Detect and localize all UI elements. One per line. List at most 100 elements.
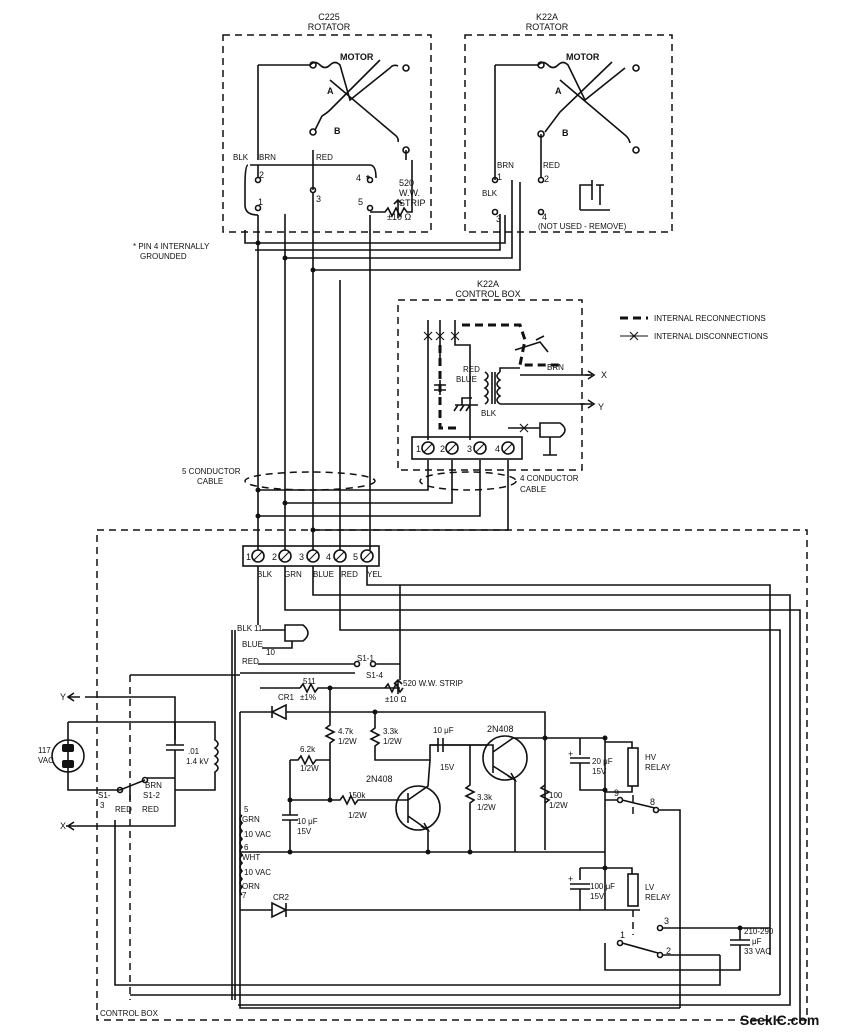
xfmr-red: RED bbox=[242, 657, 259, 666]
k22a-winding-b: B bbox=[562, 128, 569, 138]
r62k-watt: 1/2W bbox=[300, 764, 319, 773]
s1-1-label: S1-1 bbox=[357, 654, 374, 663]
c225-strip-value: 520 bbox=[399, 178, 414, 188]
k22a-cb-title: K22A bbox=[477, 279, 499, 289]
c100-label: 100 μF bbox=[590, 882, 615, 891]
legend: INTERNAL RECONNECTIONS INTERNAL DISCONNE… bbox=[620, 314, 768, 341]
pin4-note-2: GROUNDED bbox=[140, 252, 187, 261]
pin9: 9 bbox=[614, 788, 619, 798]
k22a-cb-blue: BLUE bbox=[456, 375, 477, 384]
five-conductor-2: CABLE bbox=[197, 477, 223, 486]
cap01-volt: 1.4 kV bbox=[186, 757, 209, 766]
xfmr-p7: 7 bbox=[242, 891, 247, 900]
c225-pin5: 5 bbox=[358, 197, 363, 207]
c225-brn: BRN bbox=[259, 153, 276, 162]
c225-strip-word: STRIP bbox=[399, 198, 426, 208]
lv-relay-2: RELAY bbox=[645, 893, 671, 902]
k22a-cb-t4: 4 bbox=[495, 444, 500, 454]
strip-c3: BLUE bbox=[313, 570, 334, 579]
k22a-cb-brn: BRN bbox=[547, 363, 564, 372]
c20-plus: + bbox=[568, 749, 573, 759]
xfmr-10vac-a: 10 VAC bbox=[244, 830, 271, 839]
c20-volt: 15V bbox=[592, 767, 607, 776]
lv-relay-section: + 100 μF 15V LV RELAY 1 2 3 bbox=[568, 865, 740, 971]
cap-range: 210-290 bbox=[744, 927, 774, 936]
k22a-title: K22A bbox=[536, 12, 558, 22]
xfmr-p11: 11 bbox=[254, 624, 263, 633]
r100-watt: 1/2W bbox=[549, 801, 568, 810]
strip-n1: 1 bbox=[246, 552, 251, 562]
k22a-cb-t3: 3 bbox=[467, 444, 472, 454]
k22a-subtitle: ROTATOR bbox=[526, 22, 569, 32]
c10b-volt: 15V bbox=[297, 827, 312, 836]
k22a-cb-x: X bbox=[601, 370, 607, 380]
xfmr-p5: 5 bbox=[244, 805, 249, 814]
r150k-watt: 1/2W bbox=[348, 811, 367, 820]
four-conductor-2: CABLE bbox=[520, 485, 546, 494]
xfmr-wht: WHT bbox=[242, 853, 260, 862]
xfmr-blk: BLK bbox=[237, 624, 253, 633]
c10a-label: 10 μF bbox=[433, 726, 454, 735]
k22a-cb-subtitle: CONTROL BOX bbox=[455, 289, 520, 299]
xfmr-p10: 10 bbox=[266, 648, 275, 657]
s1-switch-upper: S1-1 S1-4 511 ±1% 520 W.W. STRIP ±10 Ω bbox=[129, 654, 463, 1000]
k22a-pin4: 4 bbox=[542, 212, 547, 222]
k22a-pin3: 3 bbox=[496, 214, 501, 224]
s1-3-a: S1- bbox=[98, 791, 111, 800]
c100-volt: 15V bbox=[590, 892, 605, 901]
k22a-pin1: 1 bbox=[497, 172, 502, 182]
r33k-b-watt: 1/2W bbox=[477, 803, 496, 812]
k22a-cb-t2: 2 bbox=[440, 444, 445, 454]
xfmr-10vac-b: 10 VAC bbox=[244, 868, 271, 877]
terminal-strip: 1 2 3 4 5 BLK GRN BLUE RED YEL bbox=[242, 545, 383, 579]
k22a-not-used: (NOT USED - REMOVE) bbox=[538, 222, 627, 231]
strip-n2: 2 bbox=[272, 552, 277, 562]
r47k-watt: 1/2W bbox=[338, 737, 357, 746]
control-box-enclosure bbox=[96, 529, 808, 1021]
legend-disconnections: INTERNAL DISCONNECTIONS bbox=[654, 332, 768, 341]
r33k-a-watt: 1/2W bbox=[383, 737, 402, 746]
xfmr-p6: 6 bbox=[244, 843, 249, 852]
c225-pin3: 3 bbox=[316, 194, 321, 204]
xfmr-blue: BLUE bbox=[242, 640, 263, 649]
lv-pin3: 3 bbox=[664, 916, 669, 926]
four-conductor-1: 4 CONDUCTOR bbox=[520, 474, 579, 483]
legend-reconnections: INTERNAL RECONNECTIONS bbox=[654, 314, 766, 323]
lower-circuit: CR2 210-290 μF 33 VAC bbox=[114, 712, 780, 1009]
pin4-note-1: * PIN 4 INTERNALLY bbox=[133, 242, 210, 251]
hv-relay-1: HV bbox=[645, 753, 657, 762]
k22a-enclosure bbox=[464, 34, 673, 233]
c225-winding-a: A bbox=[327, 86, 334, 96]
strip-c5: YEL bbox=[367, 570, 383, 579]
red-b: RED bbox=[142, 805, 159, 814]
c10b-label: 10 μF bbox=[297, 817, 318, 826]
c225-motor-label: MOTOR bbox=[340, 52, 374, 62]
k22a-motor-label: MOTOR bbox=[566, 52, 600, 62]
line-x: X bbox=[60, 821, 66, 831]
k22a-cb-y: Y bbox=[598, 402, 604, 412]
cr2-label: CR2 bbox=[273, 893, 290, 902]
q2-label: 2N408 bbox=[487, 724, 514, 734]
line-y: Y bbox=[60, 692, 66, 702]
k22a-control-box: K22A CONTROL BOX RED BLUE BLK BRN X Y 1 … bbox=[397, 279, 607, 471]
strip2-label: 520 W.W. STRIP bbox=[403, 679, 463, 688]
c225-pin4-star: * bbox=[366, 174, 370, 185]
r100-label: 100 bbox=[549, 791, 563, 800]
k22a-rotator: K22A ROTATOR MOTOR A B BRN RED BLK 1 2 3… bbox=[464, 12, 673, 233]
xfmr-orn: ORN bbox=[242, 882, 260, 891]
five-conductor-1: 5 CONDUCTOR bbox=[182, 467, 241, 476]
c225-pin4: 4 bbox=[356, 173, 361, 183]
strip-n3: 3 bbox=[299, 552, 304, 562]
red-a: RED bbox=[115, 805, 132, 814]
r33k-b-label: 3.3k bbox=[477, 793, 493, 802]
k22a-brn: BRN bbox=[497, 161, 514, 170]
lv-pin2: 2 bbox=[666, 946, 671, 956]
cr1-label: CR1 bbox=[278, 693, 295, 702]
strip-c1: BLK bbox=[257, 570, 273, 579]
c225-pin1: 1 bbox=[258, 197, 263, 207]
cb-cables bbox=[255, 460, 509, 533]
c225-subtitle: ROTATOR bbox=[308, 22, 351, 32]
r62k-label: 6.2k bbox=[300, 745, 316, 754]
strip-c4: RED bbox=[341, 570, 358, 579]
